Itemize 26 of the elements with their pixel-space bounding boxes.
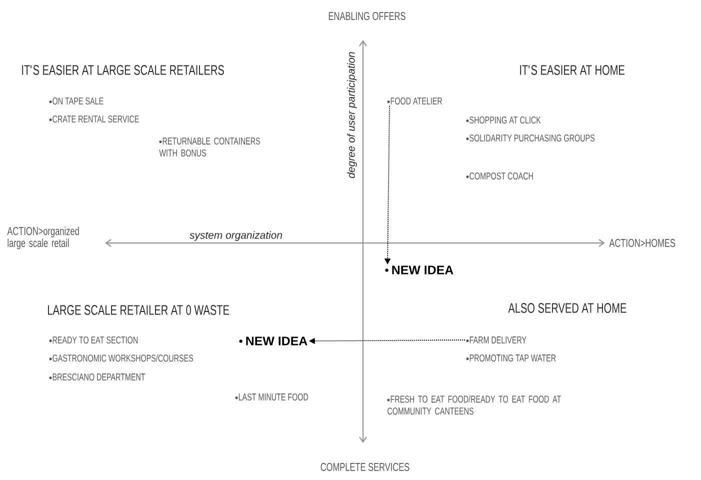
bullet-item: FRESH TO EAT FOOD/READY TO EAT FOOD AT COMMUNITY CANTEENS — [387, 395, 561, 415]
bullet-item: CRATE RENTAL SERVICE — [49, 115, 139, 123]
bullet-item: GASTRONOMIC WORKSHOPS/COURSES — [49, 354, 194, 362]
bullet-item: BRESCIANO DEPARTMENT — [49, 373, 146, 381]
quadrant-heading: LARGE SCALE RETAILER AT 0 WASTE — [48, 305, 230, 315]
bullet-item: READY TO EAT SECTION — [49, 336, 138, 344]
bullet-item: FOOD ATELIER — [387, 97, 442, 105]
bullet-item: SHOPPING AT CLICK — [466, 116, 541, 124]
bullet-item: PROMOTING TAP WATER — [466, 354, 556, 362]
axis-label: ENABLING OFFERS — [328, 12, 406, 20]
axis-label: COMPLETE SERVICES — [320, 462, 410, 472]
bullet-item: COMPOST COACH — [466, 172, 533, 180]
bullet-item: FARM DELIVERY — [466, 336, 526, 344]
quadrant-heading: IT'S EASIER AT LARGE SCALE RETAILERS — [22, 65, 224, 75]
axis-title: degree of user participation — [347, 52, 357, 178]
bullet-item: SOLIDARITY PURCHASING GROUPS — [466, 134, 594, 142]
bullet-item: ON TAPE SALE — [49, 97, 104, 105]
quadrant-heading: ALSO SERVED AT HOME — [508, 303, 626, 313]
quadrant-heading: IT'S EASIER AT HOME — [520, 65, 624, 75]
axis-label: ACTION>organized large scale retail — [7, 226, 79, 250]
axis-title: system organization — [188, 230, 284, 242]
bullet-item: RETURNABLE CONTAINERS WITH BONUS — [159, 138, 260, 156]
bullet-item: LAST MINUTE FOOD — [235, 393, 308, 401]
axis-label: ACTION>HOMES — [609, 238, 676, 248]
idea-label: NEW IDEA — [385, 266, 454, 274]
idea-label: NEW IDEA — [239, 336, 308, 346]
